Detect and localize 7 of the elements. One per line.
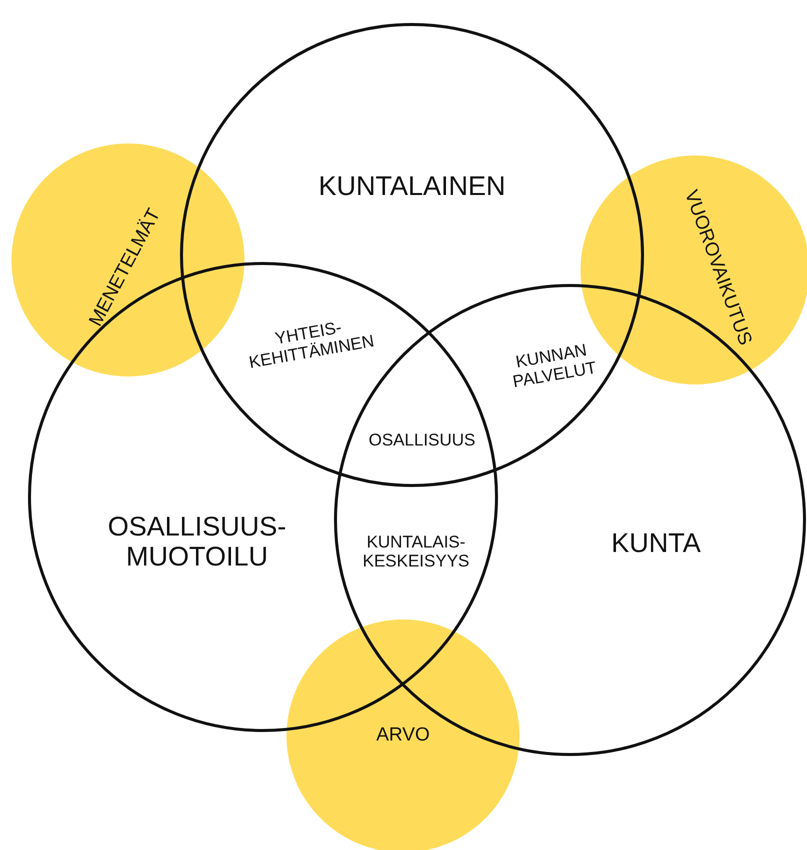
- overlap-label: KUNNAN PALVELUT: [510, 340, 598, 392]
- set-label: KUNTALAINEN: [318, 172, 506, 202]
- set-label: KUNTA: [611, 529, 701, 559]
- set-label: ARVO: [376, 726, 430, 746]
- overlap-label: OSALLISUUS: [368, 432, 476, 450]
- set-label: OSALLISUUS- MUOTOILU: [108, 512, 286, 572]
- overlap-label: KUNTALAIS- KESKEISYYS: [362, 533, 470, 571]
